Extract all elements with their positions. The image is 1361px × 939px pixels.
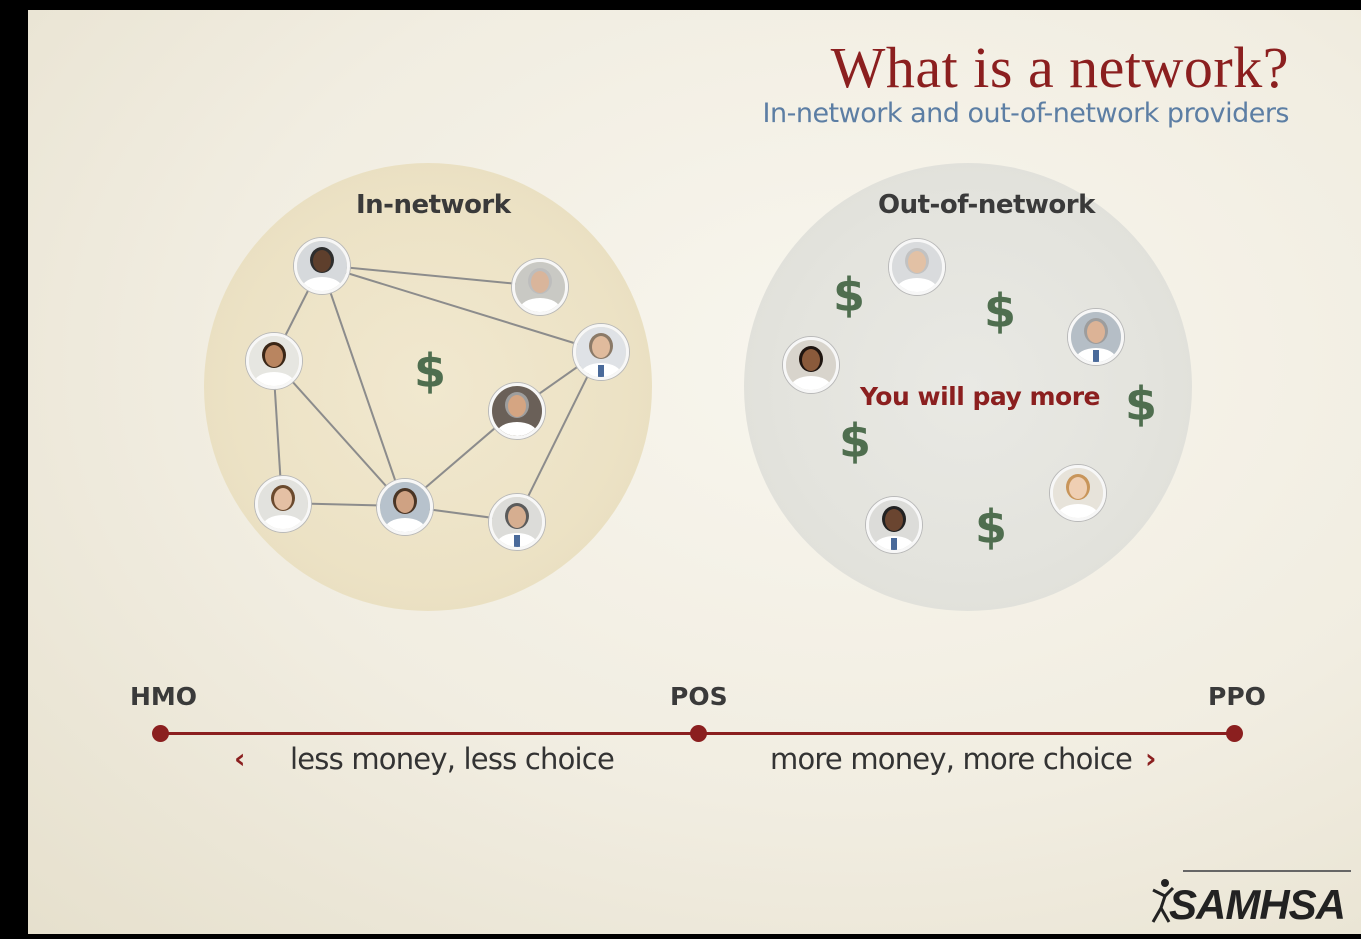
- dollar-sign: $: [833, 268, 866, 322]
- scale-dot-hmo: [152, 725, 169, 742]
- pay-more-message: You will pay more: [860, 382, 1101, 411]
- out-of-network-label: Out-of-network: [878, 190, 1095, 220]
- right-arrow-icon: ›: [1145, 742, 1157, 775]
- plan-label-ppo: PPO: [1208, 682, 1266, 711]
- page-title: What is a network?: [830, 35, 1289, 100]
- scale-right-text: more money, more choice: [770, 742, 1133, 776]
- doctor-avatar: [489, 494, 545, 550]
- connection-line: [320, 264, 601, 352]
- slide: What is a network? In-network and out-of…: [28, 10, 1361, 934]
- person-figure-icon: [1151, 879, 1175, 923]
- doctor-avatar: [573, 324, 629, 380]
- doctor-avatar: [1050, 465, 1106, 521]
- dollar-sign: $: [839, 414, 872, 468]
- in-network-label: In-network: [356, 190, 511, 220]
- doctor-avatar: [512, 259, 568, 315]
- doctor-avatar: [889, 239, 945, 295]
- doctor-avatar: [377, 479, 433, 535]
- samhsa-logo: SAMHSA: [1147, 870, 1351, 928]
- network-connections: [272, 264, 601, 522]
- doctor-avatar: [246, 333, 302, 389]
- page-subtitle: In-network and out-of-network providers: [762, 98, 1290, 129]
- plan-label-hmo: HMO: [130, 682, 198, 711]
- doctor-avatar: [866, 497, 922, 553]
- doctor-avatar: [294, 238, 350, 294]
- doctor-avatar: [1068, 309, 1124, 365]
- dollar-sign: $: [975, 500, 1008, 554]
- doctor-avatar: [489, 383, 545, 439]
- plan-label-pos: POS: [670, 682, 728, 711]
- left-arrow-icon: ‹: [234, 742, 246, 775]
- samhsa-logo-text: SAMHSA: [1169, 881, 1346, 928]
- scale-dot-pos: [690, 725, 707, 742]
- logo-tagline: [1183, 870, 1351, 876]
- scale-left-text: less money, less choice: [290, 742, 615, 776]
- dollar-sign: $: [414, 344, 447, 398]
- connection-line: [515, 350, 601, 522]
- connection-line: [320, 264, 405, 507]
- doctor-avatar: [783, 337, 839, 393]
- dollar-sign: $: [984, 284, 1017, 338]
- dollar-sign: $: [1125, 377, 1158, 431]
- scale-dot-ppo: [1226, 725, 1243, 742]
- doctor-avatar: [255, 476, 311, 532]
- connection-line: [320, 264, 540, 287]
